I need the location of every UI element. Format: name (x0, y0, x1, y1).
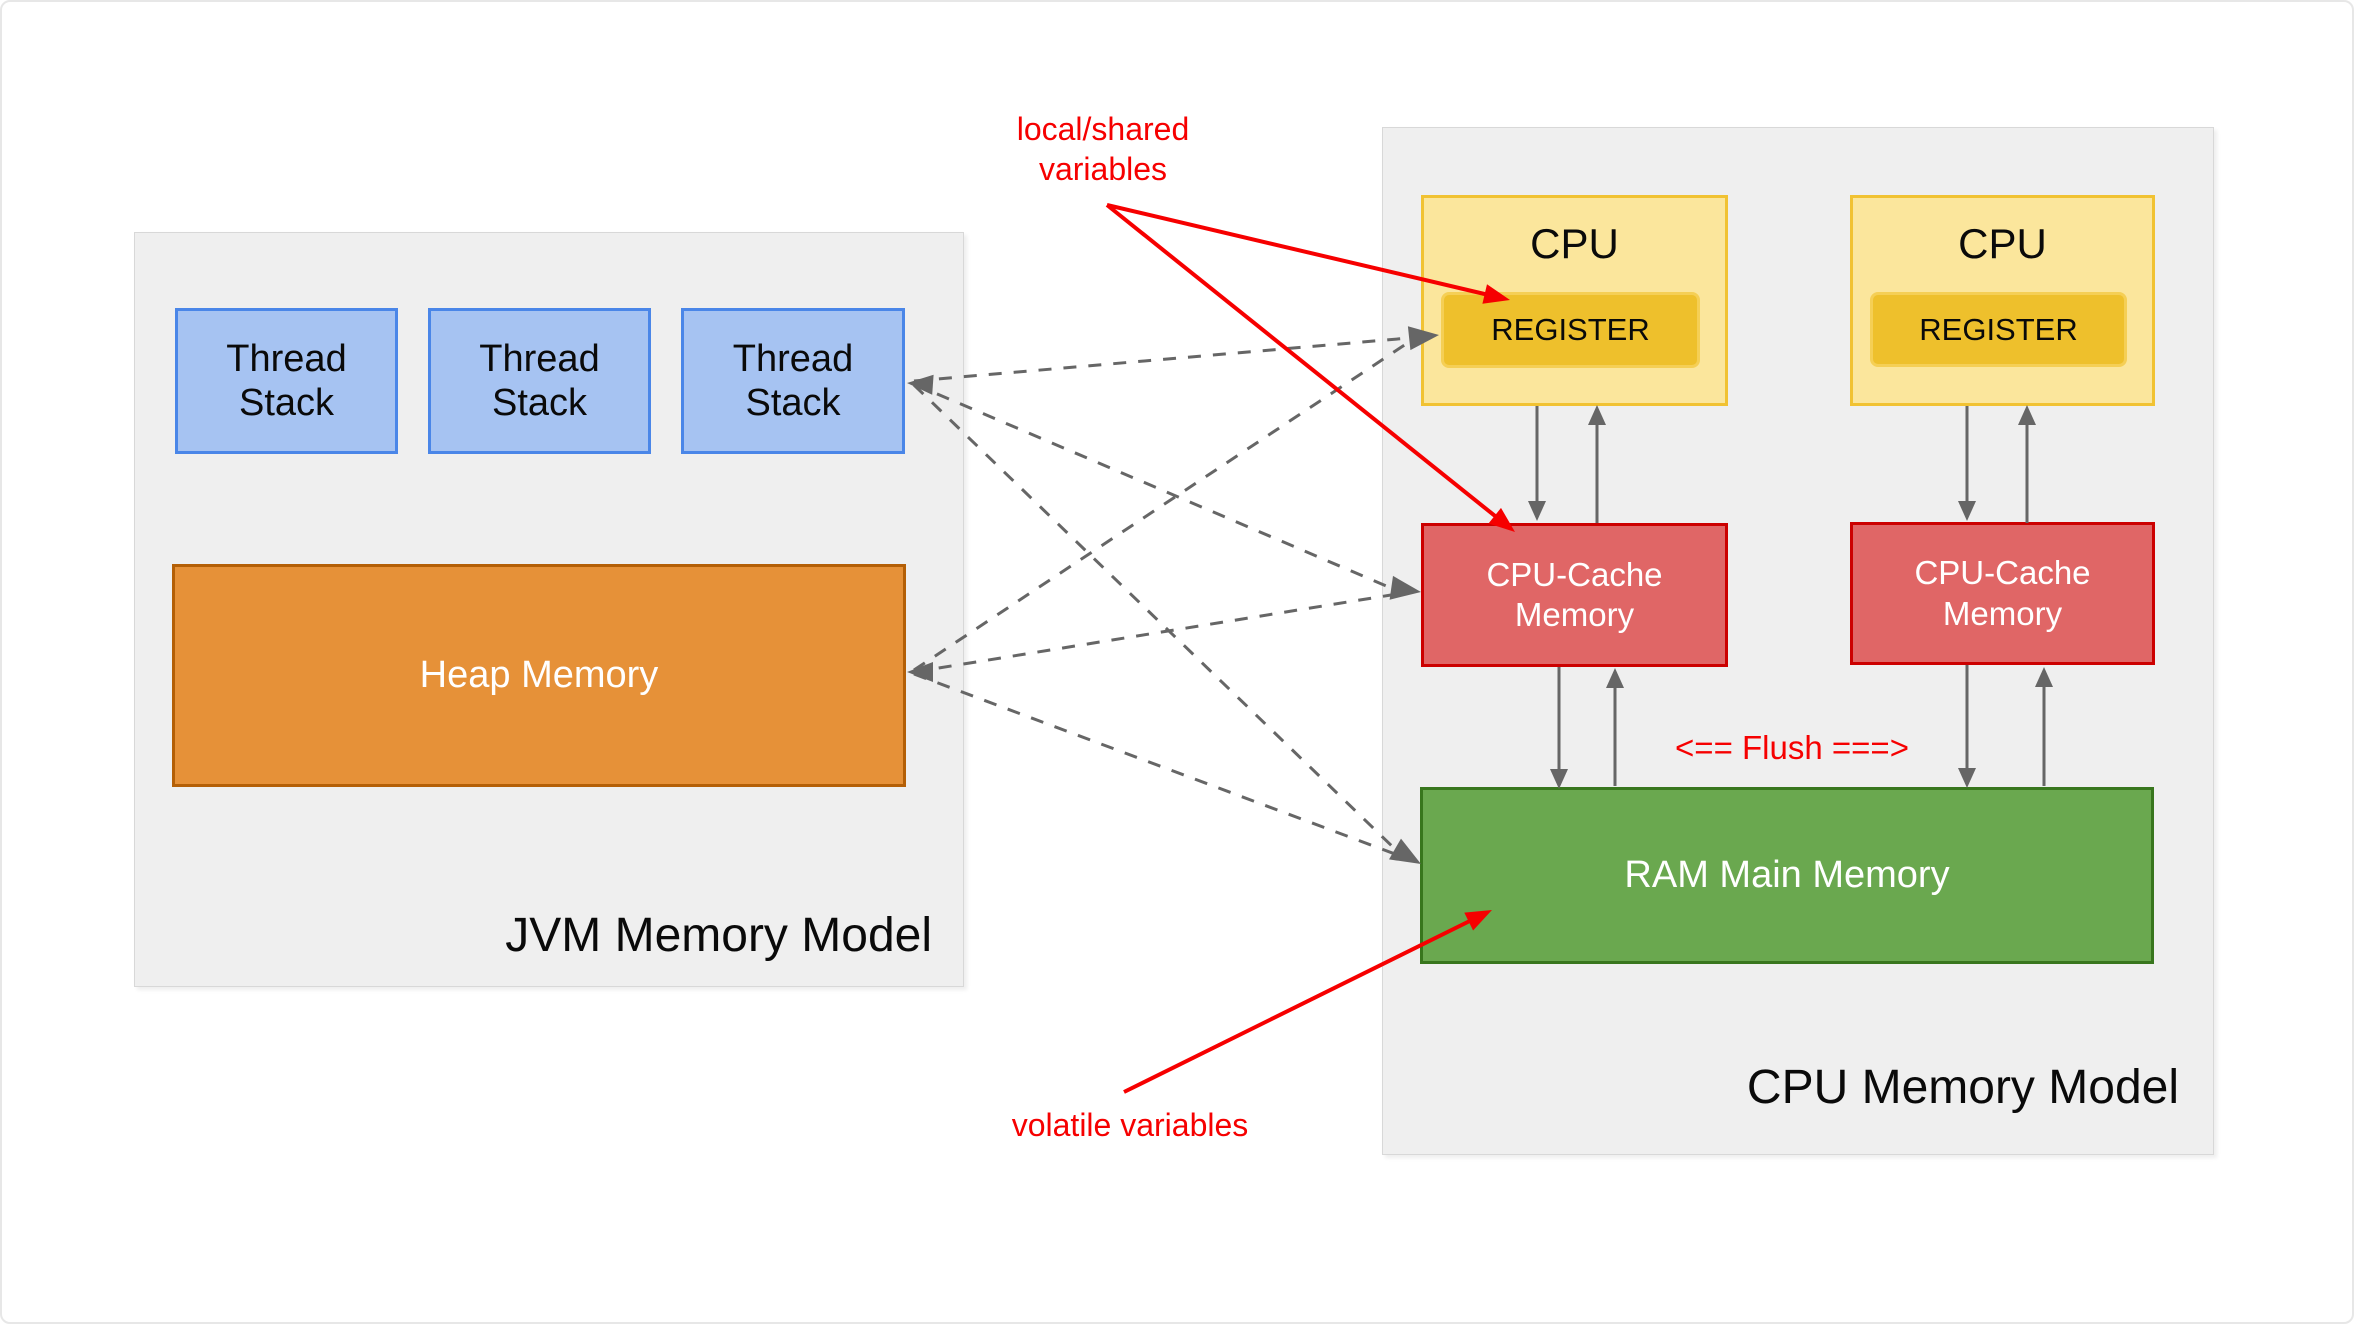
volatile-variables-note: volatile variables (1011, 1107, 1249, 1143)
jvm-panel-title: JVM Memory Model (505, 909, 932, 962)
register-label: REGISTER (1491, 312, 1650, 347)
cpu-cache-box-1: CPU-Cache Memory (1421, 523, 1728, 667)
dashed-heap-register1 (913, 340, 1410, 672)
cpu-cache-label: CPU-Cache Memory (1914, 554, 2091, 632)
cpu-cache-box-2: CPU-Cache Memory (1850, 522, 2155, 665)
cpu-cache-label: CPU-Cache Memory (1486, 555, 1663, 633)
dashed-heap-ram (913, 672, 1396, 856)
thread-stack-box-1: Thread Stack (175, 308, 398, 454)
heap-memory-box: Heap Memory (172, 564, 906, 787)
thread-stack-label: Thread Stack (479, 337, 600, 424)
thread-stack-label: Thread Stack (732, 337, 854, 424)
register-label: REGISTER (1919, 311, 2078, 347)
heap-memory-label: Heap Memory (419, 654, 659, 696)
cpu-panel-title: CPU Memory Model (1746, 1061, 2179, 1114)
dashed-threadstack3-cache1 (913, 382, 1392, 590)
dashed-heap-cache1 (913, 593, 1392, 674)
cpu-label: CPU (1958, 220, 2047, 267)
register-box-2: REGISTER (1870, 292, 2127, 367)
flush-note: <== Flush ===> (1675, 729, 1909, 766)
dashed-threadstack3-ram (912, 383, 1397, 851)
dashed-threadstack3-register1 (913, 336, 1410, 383)
local-shared-variables-note: local/shared variables (1016, 111, 1190, 187)
register-box-1: REGISTER (1441, 292, 1700, 368)
thread-stack-box-3: Thread Stack (681, 308, 905, 454)
thread-stack-box-2: Thread Stack (428, 308, 651, 454)
cpu-label: CPU (1530, 220, 1619, 267)
thread-stack-label: Thread Stack (226, 337, 347, 424)
ram-label: RAM Main Memory (1624, 854, 1950, 896)
ram-main-memory-box: RAM Main Memory (1420, 787, 2154, 964)
